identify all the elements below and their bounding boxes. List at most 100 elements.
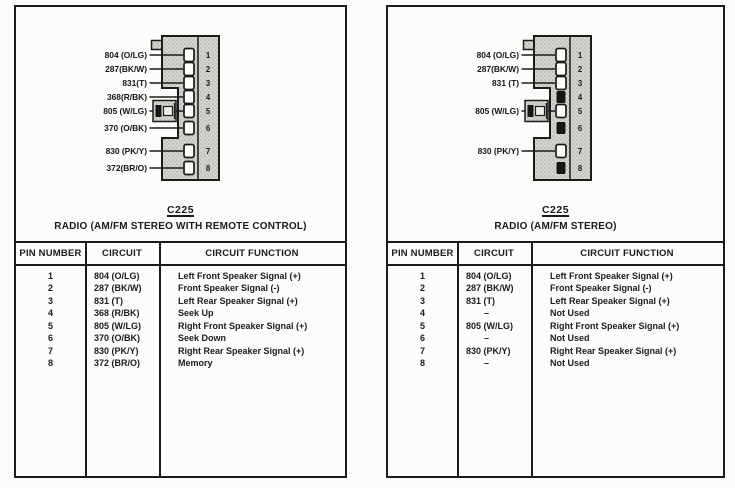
connector-drawing: 804 (O/LG)1287(BK/W)2831(T)3368(R/BK)480… [103, 35, 220, 181]
circuit-function-cell: Left Rear Speaker Signal (+) [550, 295, 670, 306]
pin-slot [555, 47, 567, 63]
wire-label: 830 (PK/Y) [478, 146, 520, 156]
pin-number-cell: 6 [47, 333, 53, 344]
circuit-cell: 372 (BR/O) [94, 358, 141, 369]
table-header-row: PIN NUMBER CIRCUIT CIRCUIT FUNCTION [16, 243, 345, 266]
connector-id-label: C225 [541, 204, 570, 216]
wire-label: 830 (PK/Y) [106, 146, 148, 156]
circuit-function-cell: Right Rear Speaker Signal (+) [550, 345, 677, 356]
circuit-cell: 805 (W/LG) [466, 320, 514, 331]
pin-number: 8 [578, 164, 583, 173]
wire-label: 831 (T) [492, 78, 519, 88]
pin-number-cell: 2 [419, 283, 425, 294]
pin-number: 2 [578, 65, 583, 74]
pin-number: 2 [206, 65, 211, 74]
wire-label: 804 (O/LG) [477, 50, 520, 60]
circuit-function-cell: Not Used [550, 333, 590, 344]
pin-slot [555, 143, 567, 159]
pin-slot-filled [556, 162, 566, 174]
pin-number-cell: 7 [419, 345, 425, 356]
circuit-cell: 830 (PK/Y) [94, 345, 139, 356]
circuit-function-cell: Front Speaker Signal (-) [550, 283, 652, 294]
circuit-function-cell: Not Used [550, 358, 590, 369]
pin-number: 8 [206, 164, 211, 173]
diagram-title: RADIO (AM/FM STEREO WITH REMOTE CONTROL) [54, 221, 307, 232]
header-circuit: CIRCUIT [474, 248, 514, 259]
circuit-cell: – [484, 308, 490, 319]
pin-number-cell: 1 [419, 271, 425, 281]
pin-number: 1 [206, 51, 211, 60]
wire-label: 287(BK/W) [477, 64, 519, 74]
pin-slot [183, 120, 195, 136]
connector-latch [524, 99, 549, 123]
pin-number-cell: 5 [47, 320, 53, 331]
pin-number: 5 [206, 107, 211, 116]
pin-number-cell: 3 [47, 295, 53, 306]
header-circuit-function: CIRCUIT FUNCTION [205, 248, 299, 259]
circuit-function-cell: Left Front Speaker Signal (+) [550, 271, 673, 281]
circuit-function-cell: Memory [178, 358, 213, 369]
pin-number: 7 [578, 147, 582, 156]
wire-label: 370 (O/BK) [104, 123, 147, 133]
pin-number: 4 [578, 93, 583, 102]
pin-slot [183, 160, 195, 176]
pin-number: 3 [578, 79, 583, 88]
pin-number-cell: 6 [419, 333, 425, 344]
circuit-function-cell: Right Rear Speaker Signal (+) [178, 345, 305, 356]
circuit-function-cell: Right Front Speaker Signal (+) [178, 320, 308, 331]
pin-number-cell: 4 [419, 308, 425, 319]
pin-number: 5 [578, 107, 583, 116]
circuit-cell: 370 (O/BK) [94, 333, 141, 344]
header-circuit-function: CIRCUIT FUNCTION [580, 248, 674, 259]
wire-label: 804 (O/LG) [105, 50, 148, 60]
diagram-title: RADIO (AM/FM STEREO) [494, 221, 617, 232]
table-column-divider [85, 243, 87, 476]
circuit-cell: 287 (BK/W) [466, 283, 514, 294]
pin-slot [183, 89, 195, 105]
circuit-cell: – [484, 358, 490, 369]
pin-number-cell: 8 [419, 358, 425, 369]
circuit-function-cell: Left Front Speaker Signal (+) [178, 271, 301, 281]
circuit-cell: 830 (PK/Y) [466, 345, 511, 356]
connector-latch [152, 99, 177, 123]
header-pin-number: PIN NUMBER [391, 248, 454, 259]
pin-slot [183, 47, 195, 63]
circuit-function-cell: Not Used [550, 308, 590, 319]
circuit-cell: 287 (BK/W) [94, 283, 142, 294]
pin-number-cell: 4 [47, 308, 53, 319]
circuit-function-cell: Left Rear Speaker Signal (+) [178, 295, 298, 306]
pin-number: 1 [578, 51, 583, 60]
pin-number-cell: 8 [47, 358, 53, 369]
pin-number: 6 [578, 124, 583, 133]
circuit-function-cell: Front Speaker Signal (-) [178, 283, 280, 294]
wire-label: 368(R/BK) [107, 92, 147, 102]
pin-number: 7 [206, 147, 210, 156]
pin-number: 4 [206, 93, 211, 102]
circuit-cell: 831 (T) [94, 295, 124, 306]
wire-label: 287(BK/W) [105, 64, 147, 74]
circuit-cell: 804 (O/LG) [94, 271, 140, 281]
connector-panel-right: 804 (O/LG) 1 287(BK/W) 2 831 (T) 3 4 805 (W/LG)… [386, 5, 725, 478]
circuit-function-cell: Seek Up [178, 308, 214, 319]
table-column-divider [531, 243, 533, 476]
table-column-divider [159, 243, 161, 476]
pin-number-cell: 7 [47, 345, 53, 356]
circuit-cell: 805 (W/LG) [94, 320, 142, 331]
pin-slot [183, 103, 195, 119]
pin-number: 6 [206, 124, 211, 133]
header-circuit: CIRCUIT [102, 248, 142, 259]
circuit-cell: 368 (R/BK) [94, 308, 140, 319]
circuit-function-cell: Right Front Speaker Signal (+) [550, 320, 680, 331]
wire-label: 805 (W/LG) [103, 106, 147, 116]
header-pin-number: PIN NUMBER [19, 248, 82, 259]
circuit-cell: 831 (T) [466, 295, 496, 306]
pin-slot [183, 75, 195, 91]
